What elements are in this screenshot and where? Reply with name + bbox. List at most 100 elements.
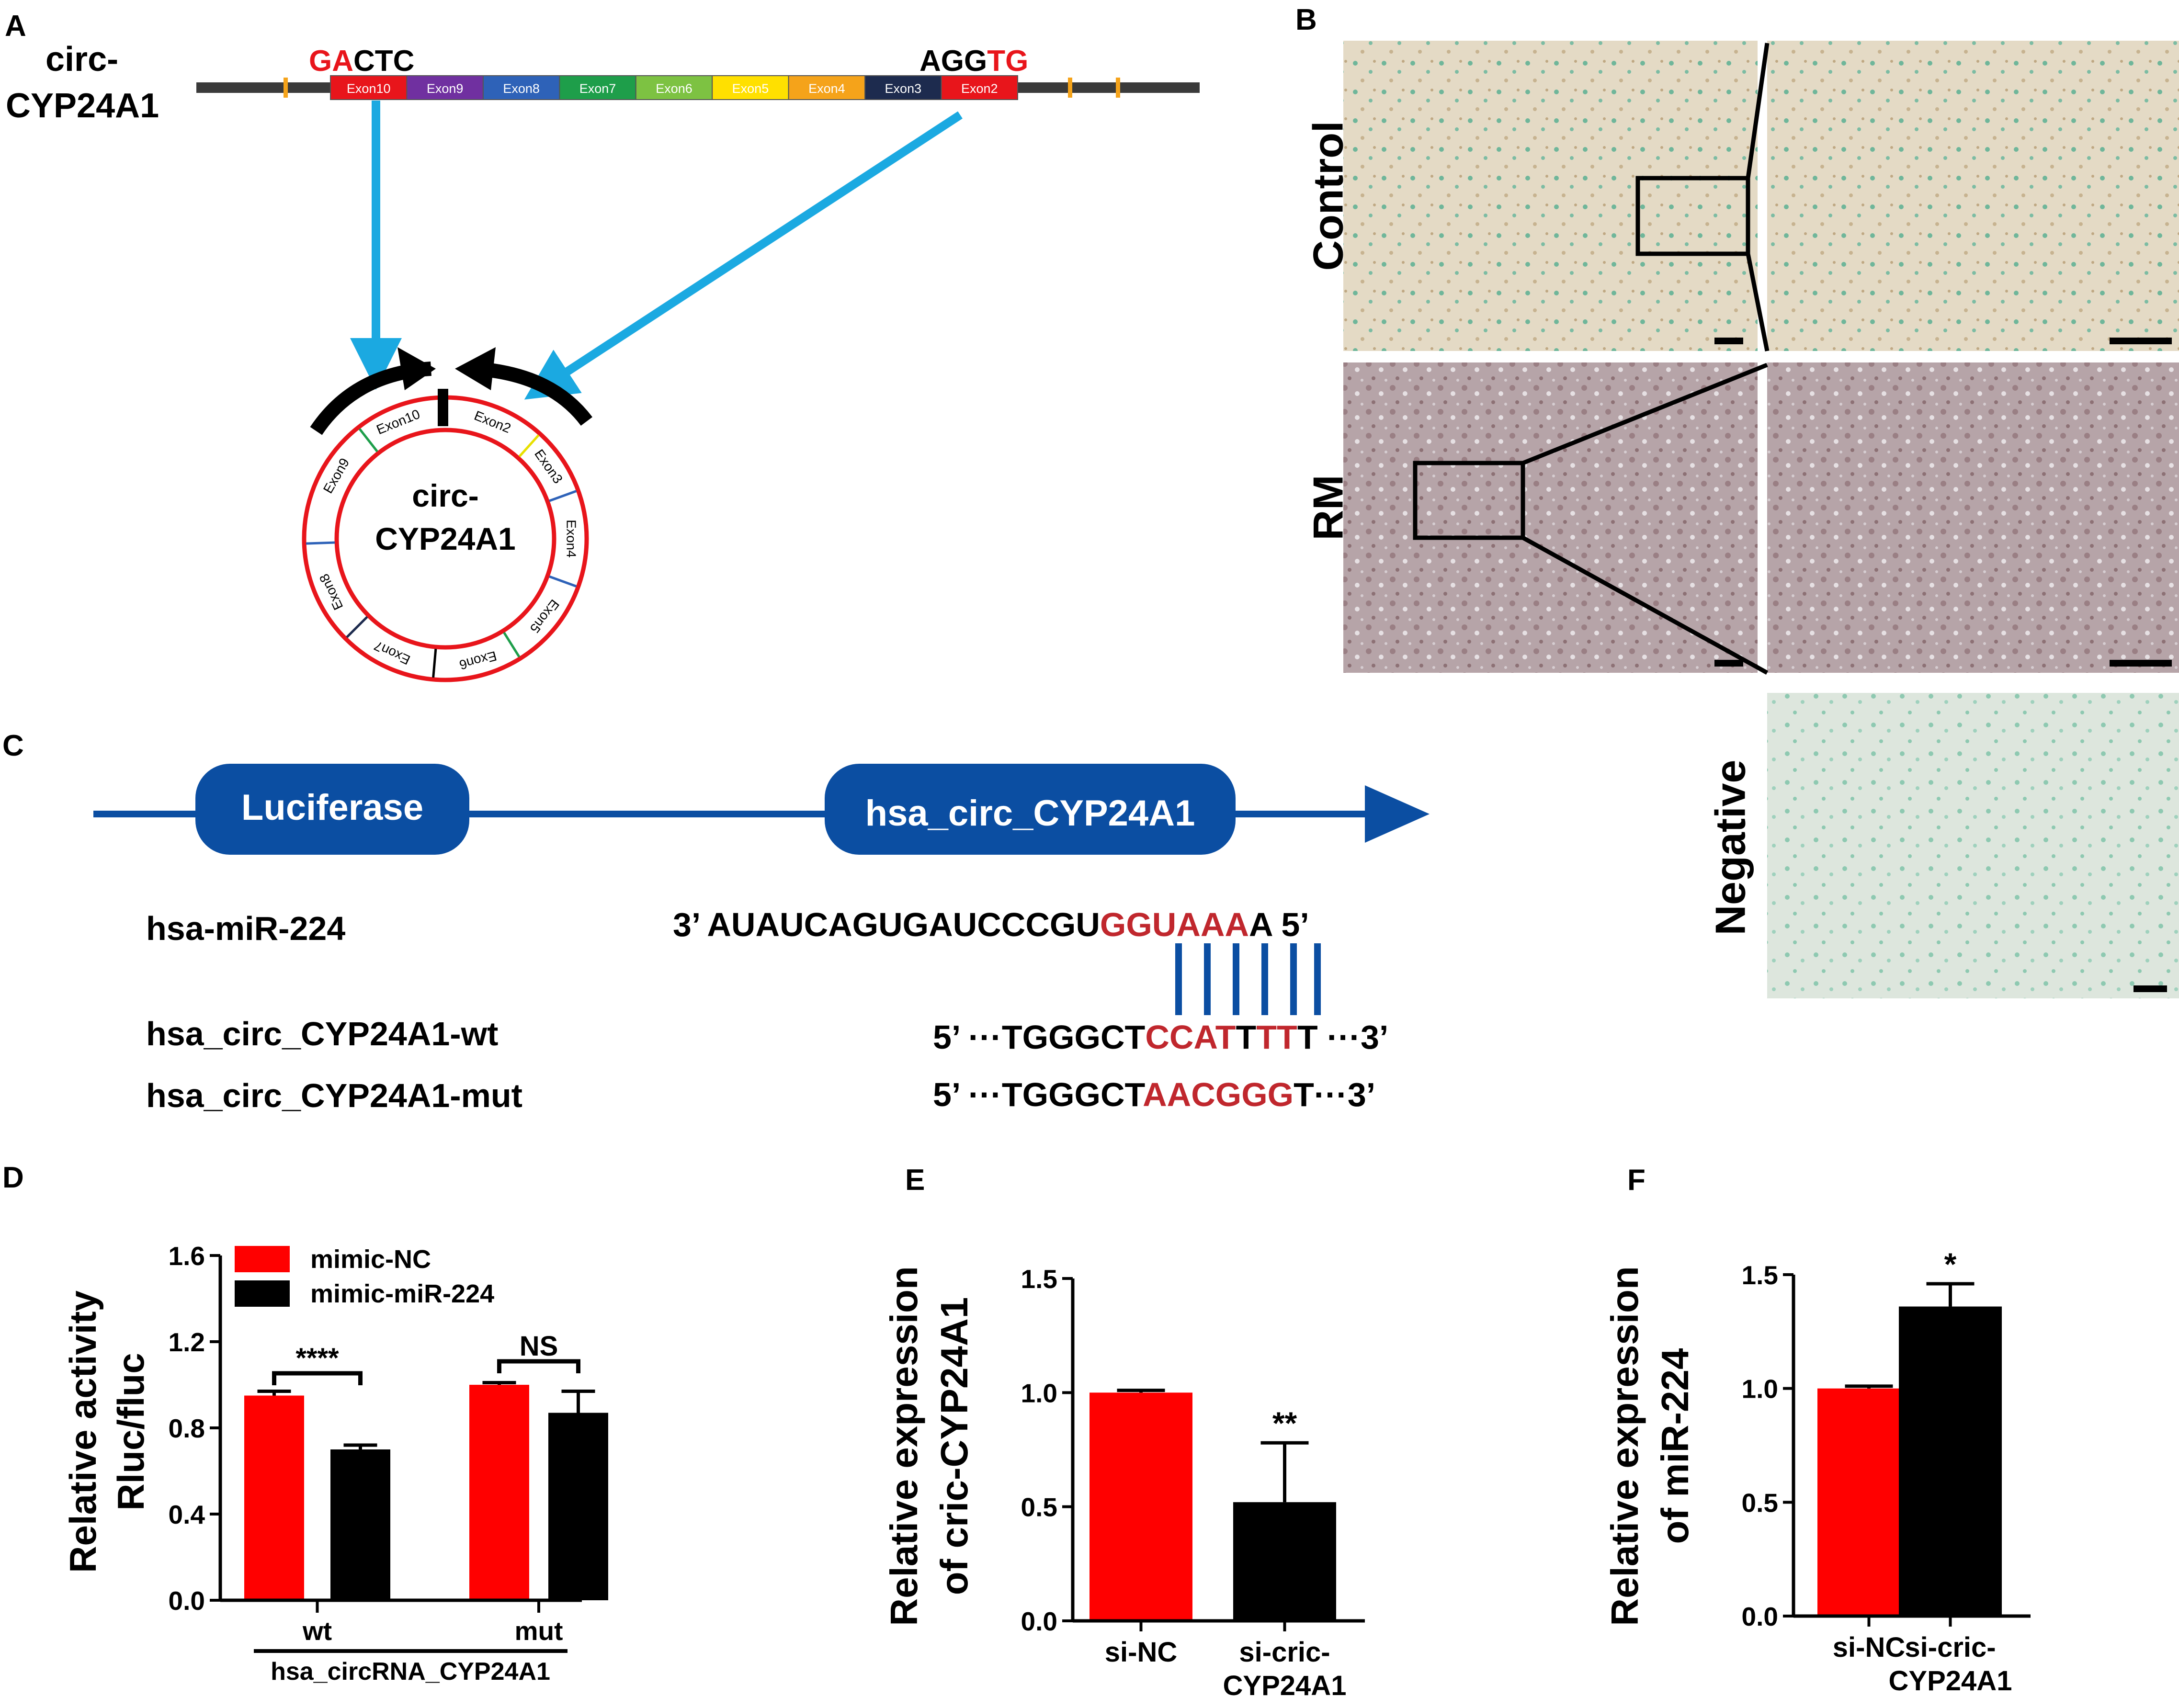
scale-bar [1714, 660, 1743, 667]
intron-marker [1068, 78, 1072, 98]
negative-micrograph [1767, 693, 2179, 998]
scale-bar [1714, 338, 1743, 344]
ring-inner [334, 428, 556, 650]
x-tick-label: mut [515, 1616, 563, 1646]
y-tick-label: 0.5 [1742, 1488, 1778, 1517]
bar [1233, 1502, 1336, 1621]
y-tick-label: 0.4 [169, 1500, 205, 1529]
significance-bracket [272, 1371, 363, 1385]
ring-separator [549, 575, 577, 588]
group-label: hsa_circRNA_CYP24A1 [271, 1658, 550, 1685]
exon-block [941, 75, 1018, 100]
significance-label: **** [295, 1343, 339, 1374]
luciferase-label: Luciferase [241, 787, 423, 828]
exon-block [482, 75, 560, 100]
ring-separator [358, 428, 378, 452]
exon-label: Exon2 [961, 81, 998, 96]
y-axis-label: Relative expression [1603, 1266, 1646, 1626]
circ-label-line2: CYP24A1 [6, 87, 159, 125]
y-tick-label: 0.0 [169, 1586, 205, 1616]
rm-zoom-line [1521, 536, 1769, 675]
y-tick-label: 1.0 [1742, 1374, 1778, 1404]
x-tick-label: wt [302, 1616, 332, 1646]
scale-bar [2134, 985, 2167, 992]
base-pair-lines [1175, 943, 1321, 1015]
ring-center-line1: circ- [412, 478, 478, 513]
y-tick-label: 0.0 [1742, 1602, 1778, 1631]
x-tick-label: si-cric- [1905, 1632, 1996, 1663]
scale-bar [2110, 338, 2172, 344]
exon-label: Exon10 [347, 81, 391, 96]
exon-label: Exon5 [732, 81, 769, 96]
circrna-box-label: hsa_circ_CYP24A1 [865, 793, 1195, 834]
panel-letter: E [905, 1164, 925, 1197]
row-label-rm: RM [1304, 475, 1351, 541]
legend-label: mimic-miR-224 [310, 1279, 494, 1308]
junction-marker [438, 389, 448, 426]
bar [1899, 1306, 2002, 1616]
ring-center-line2: CYP24A1 [375, 521, 516, 556]
ring-separator [503, 632, 521, 658]
exon-label: Exon6 [656, 81, 692, 96]
bar [548, 1413, 608, 1600]
y-tick-label: 1.2 [169, 1327, 205, 1357]
y-axis-label: of miR-224 [1654, 1348, 1696, 1544]
exon-block [406, 75, 484, 100]
ring-separator [549, 490, 577, 502]
panel-b: B Control RM Negative [1295, 3, 2179, 998]
panel-c-letter: C [2, 729, 24, 762]
control-zoom-line [1746, 253, 1770, 351]
ring-separator [346, 616, 368, 638]
splice-seq-left: GACTC [309, 45, 414, 78]
y-tick-label: 1.0 [1021, 1378, 1057, 1408]
primer-arrow-left-head [397, 347, 436, 390]
panel-a-letter: A [5, 10, 26, 43]
intron-marker [1116, 78, 1120, 98]
x-tick-label: CYP24A1 [1223, 1670, 1347, 1701]
ring-exon-label: Exon4 [564, 520, 579, 557]
ring-separator [432, 648, 437, 678]
luciferase-box [195, 764, 469, 855]
exon-label: Exon3 [885, 81, 922, 96]
significance-label: NS [520, 1331, 558, 1362]
bar [469, 1385, 529, 1600]
legend-swatch [235, 1280, 290, 1307]
row-label-control: Control [1304, 121, 1351, 271]
panel-d-letter: D [2, 1161, 24, 1194]
x-tick-label: CYP24A1 [1889, 1665, 2012, 1697]
wt-label: hsa_circ_CYP24A1-wt [146, 1015, 498, 1052]
exon-label: Exon9 [427, 81, 464, 96]
mir-224-label: hsa-miR-224 [146, 910, 345, 947]
ring-exon-label: Exon6 [458, 648, 499, 672]
bar [330, 1449, 390, 1600]
bar [1090, 1392, 1192, 1621]
splice-seq-right: AGGTG [919, 45, 1028, 78]
control-zoom-line [1746, 43, 1770, 179]
panel-c: C Luciferase hsa_circ_CYP24A1 hsa-miR-22… [2, 729, 1430, 1114]
y-tick-label: 1.5 [1742, 1260, 1778, 1290]
y-axis-label: Relative expression [883, 1266, 925, 1626]
rm-zoom-box [1413, 461, 1525, 540]
x-tick-label: si-NC [1105, 1637, 1177, 1668]
significance-label: ** [1272, 1405, 1297, 1441]
primer-arrow-right-head [455, 347, 496, 390]
y-axis-label: of cric-CYP24A1 [933, 1297, 976, 1595]
circ-label-line1: circ- [45, 40, 118, 79]
x-tick-label: si-cric- [1239, 1637, 1330, 1668]
exon-label: Exon4 [808, 81, 845, 96]
y-axis-label: Rluc/fluc [110, 1353, 152, 1510]
x-tick-label: si-NC [1833, 1632, 1905, 1663]
y-tick-label: 0.0 [1021, 1606, 1057, 1636]
circrna-box [825, 764, 1236, 855]
y-axis-label: Relative activity [62, 1290, 104, 1573]
control-zoom-box [1635, 176, 1750, 256]
rm-zoom-line [1522, 362, 1768, 465]
y-tick-label: 0.8 [169, 1414, 205, 1443]
significance-bracket [497, 1359, 580, 1373]
exon-label: Exon8 [503, 81, 540, 96]
